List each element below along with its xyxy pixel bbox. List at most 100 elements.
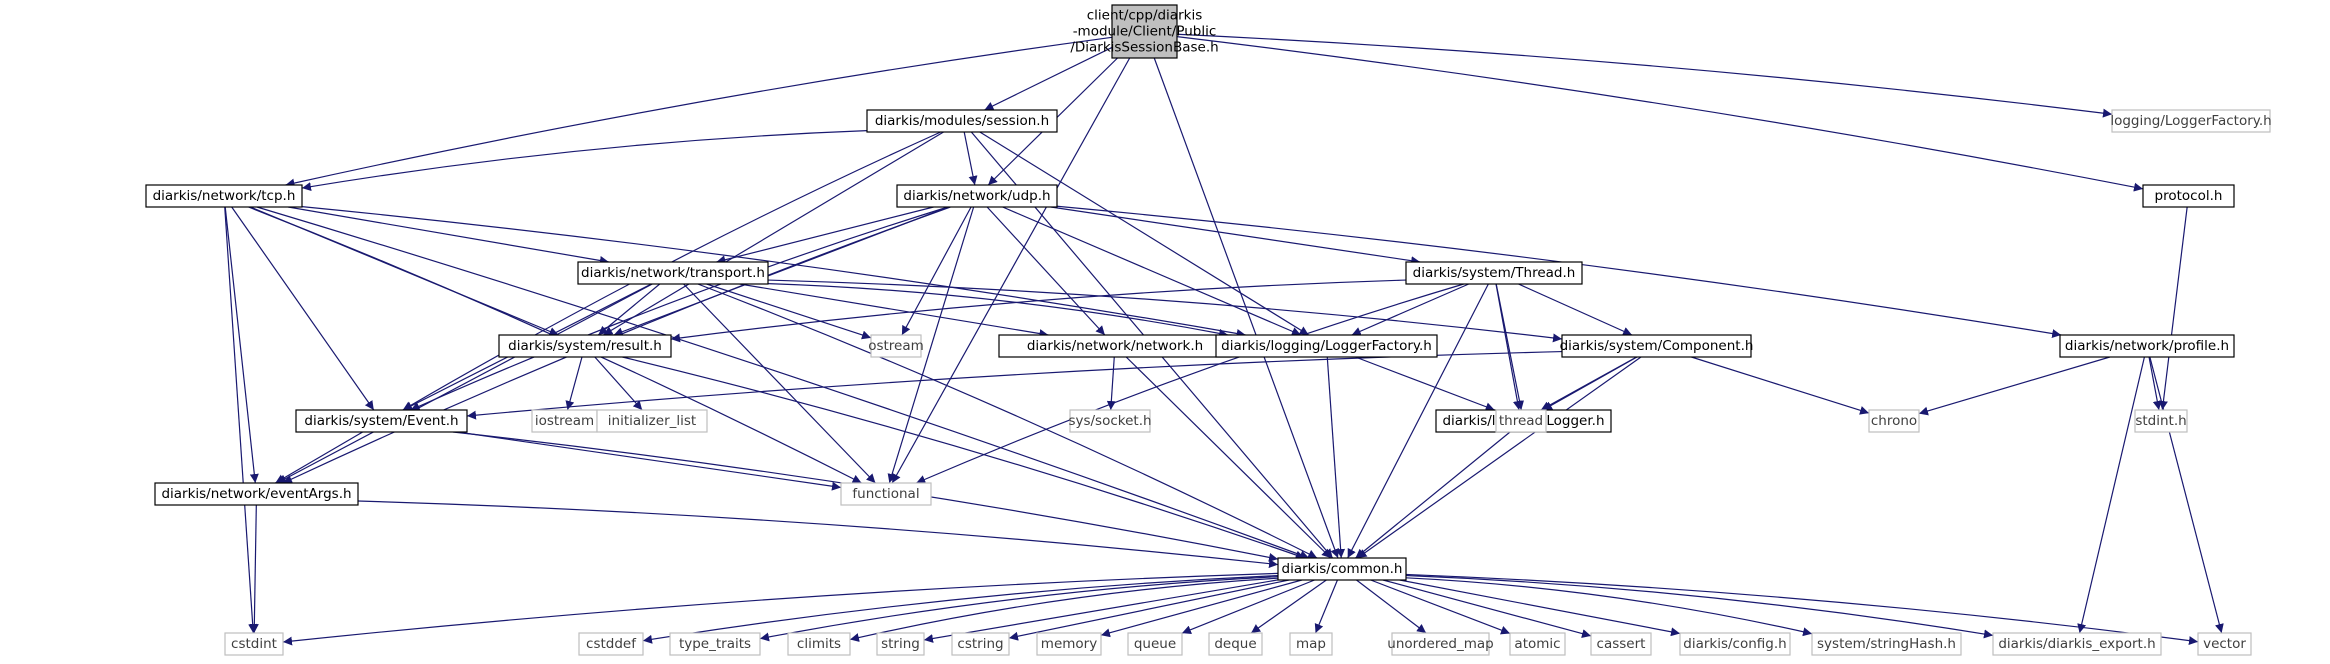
node-network[interactable]: diarkis/network/network.h (998, 334, 1232, 358)
edge-common-to-config (1399, 579, 1681, 637)
node-type_traits: type_traits (669, 632, 761, 656)
node-label-cstring: cstring (957, 636, 1003, 652)
node-box-functional (840, 482, 932, 506)
node-label-ostream: ostream (868, 338, 924, 354)
node-box-root (1111, 4, 1178, 59)
node-loggerfactory[interactable]: diarkis/logging/LoggerFactory.h (1215, 334, 1438, 358)
edge-thread_h-to-common (1347, 283, 1489, 559)
node-label-config: diarkis/config.h (1683, 636, 1786, 652)
node-thread_h[interactable]: diarkis/system/Thread.h (1405, 261, 1583, 285)
edge-loggerfactory-to-logger (1355, 356, 1495, 412)
edge-common-to-type_traits (759, 576, 1279, 642)
edge-session-to-tcp (301, 130, 868, 192)
node-vector: vector (2197, 632, 2252, 656)
node-label-result: diarkis/system/result.h (508, 338, 662, 354)
node-label-string: string (881, 636, 920, 652)
edge-event-to-functional (457, 431, 842, 491)
edge-udp-to-network (986, 206, 1106, 336)
node-box-string (876, 632, 925, 656)
edge-network-to-common (1125, 356, 1332, 559)
edge-udp-to-event (410, 206, 949, 411)
node-box-memory (1036, 632, 1102, 656)
node-label-event: diarkis/system/Event.h (304, 413, 458, 429)
node-label-vector: vector (2203, 636, 2246, 652)
node-label-syssocket: sys/socket.h (1068, 413, 1151, 429)
node-climits: climits (787, 632, 851, 656)
node-box-common (1277, 557, 1407, 581)
node-box-eventargs (154, 482, 359, 506)
node-profile[interactable]: diarkis/network/profile.h (2059, 334, 2235, 358)
node-cstring: cstring (951, 632, 1010, 656)
edge-common-to-string (923, 579, 1279, 643)
edge-component-to-event (466, 350, 1563, 420)
node-label-cassert: cassert (1597, 636, 1646, 652)
node-box-type_traits (669, 632, 761, 656)
edge-tcp-to-eventargs (224, 206, 259, 484)
node-unordered_map: unordered_map (1387, 632, 1494, 656)
edge-logger-to-common (1355, 431, 1511, 559)
edge-common-to-cstring (1008, 579, 1290, 641)
edge-tcp-to-event (231, 206, 375, 411)
edge-root-to-common (1153, 57, 1340, 559)
node-box-udp (896, 184, 1058, 208)
node-label-atomic: atomic (1514, 636, 1560, 652)
node-label-transport: diarkis/network/transport.h (581, 265, 765, 281)
edge-profile-to-export (2077, 356, 2146, 634)
node-box-map (1289, 632, 1333, 656)
edge-thread_h-to-thread (1495, 283, 1522, 411)
node-result[interactable]: diarkis/system/result.h (498, 334, 672, 358)
node-box-loggerfactory (1215, 334, 1438, 358)
node-label-memory: memory (1041, 636, 1097, 652)
node-transport[interactable]: diarkis/network/transport.h (577, 261, 769, 285)
node-protocol[interactable]: protocol.h (2142, 184, 2235, 208)
node-label-component: diarkis/system/Component.h (1560, 338, 1754, 354)
edge-common-to-cstddef (642, 574, 1279, 644)
edge-profile-to-stdint (2148, 356, 2162, 411)
edge-transport-to-result (597, 283, 661, 336)
node-queue: queue (1127, 632, 1183, 656)
node-root[interactable]: client/cpp/diarkis-module/Client/Public/… (1070, 4, 1219, 59)
node-event[interactable]: diarkis/system/Event.h (295, 409, 468, 433)
node-eventargs[interactable]: diarkis/network/eventArgs.h (154, 482, 359, 506)
node-string: string (876, 632, 925, 656)
edge-udp-to-loggerfactory (1002, 206, 1302, 336)
node-box-queue (1127, 632, 1183, 656)
node-box-event (295, 409, 468, 433)
node-config: diarkis/config.h (1679, 632, 1791, 656)
node-label-iostream: iostream (535, 413, 594, 429)
node-deque: deque (1208, 632, 1263, 656)
node-label-protocol: protocol.h (2155, 188, 2223, 204)
node-box-protocol (2142, 184, 2235, 208)
edge-common-to-cstdint (282, 572, 1279, 646)
edge-network-to-syssocket (1106, 356, 1116, 411)
node-label-queue: queue (1134, 636, 1176, 652)
node-common[interactable]: diarkis/common.h (1277, 557, 1407, 581)
node-tcp[interactable]: diarkis/network/tcp.h (145, 184, 303, 208)
node-label-cstddef: cstddef (586, 636, 637, 652)
edge-transport-to-ostream (706, 283, 872, 340)
node-box-unordered_map (1391, 632, 1490, 656)
node-memory: memory (1036, 632, 1102, 656)
edge-thread_h-to-component (1518, 283, 1633, 336)
edge-thread_h-to-functional (916, 283, 1464, 484)
node-udp[interactable]: diarkis/network/udp.h (896, 184, 1058, 208)
node-box-result (498, 334, 672, 358)
edge-common-to-stringhash (1405, 577, 1813, 637)
node-syssocket: sys/socket.h (1068, 409, 1152, 433)
node-label-udp: diarkis/network/udp.h (903, 188, 1050, 204)
edge-session-to-result (603, 131, 944, 336)
node-chrono: chrono (1868, 409, 1920, 433)
edge-tcp-to-loggerfactory (301, 206, 1246, 338)
node-cassert: cassert (1590, 632, 1652, 656)
node-loggerfactory_ext: logging/LoggerFactory.h (2110, 109, 2272, 133)
node-session[interactable]: diarkis/modules/session.h (866, 109, 1058, 133)
edge-transport-to-common (697, 283, 1318, 559)
edge-udp-to-functional (887, 206, 975, 484)
node-component[interactable]: diarkis/system/Component.h (1560, 334, 1754, 358)
node-box-chrono (1868, 409, 1920, 433)
node-label-network: diarkis/network/network.h (1027, 338, 1203, 354)
edge-protocol-to-stdint (2158, 206, 2188, 411)
edge-udp-to-transport (716, 206, 934, 265)
node-box-thread (1495, 409, 1547, 433)
